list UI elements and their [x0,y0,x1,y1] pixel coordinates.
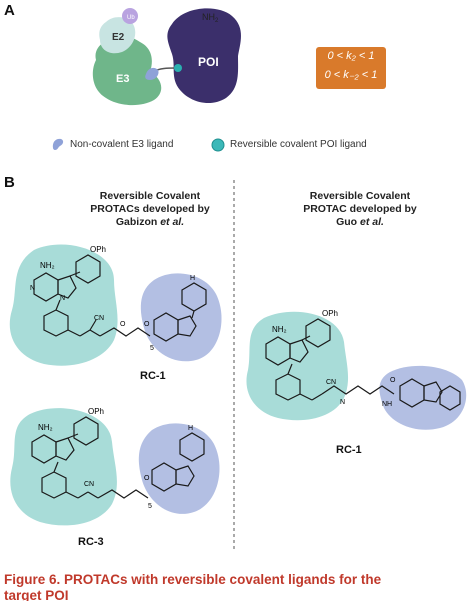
panel-letter-a: A [4,2,15,19]
right-header-line1: Reversible Covalent [309,190,411,202]
noncovalent-ligand-shape [145,67,159,80]
left-rc3-oph: OPh [88,407,104,416]
legend-noncovalent-label: Non-covalent E3 ligand [70,139,174,150]
left-rc1-oph: OPh [90,245,106,254]
ubiquitin-shape [122,8,138,24]
legend-reversible-label: Reversible covalent POI ligand [230,139,367,150]
ternary-complex-illustration: Ub E2 E3 POI NH2 [92,8,241,106]
left-rc1-n1: N [30,285,35,292]
reversible-ligand-dot [174,64,182,72]
right-rc1-teal-region [246,311,349,421]
left-rc3-teal-region [10,408,117,526]
nh2-label: NH2 [202,12,219,24]
left-rc3-h: H [188,425,193,432]
left-rc1-label: RC-1 [140,370,166,382]
reversible-covalent-ligand-icon [211,138,225,152]
k2-condition: 0 < k₂ < 1 [327,50,375,62]
right-rc1-oph: OPh [322,309,338,318]
left-rc1-nh2: NH₂ [40,261,55,270]
right-rc1-o: O [390,377,396,384]
e3-label: E3 [116,73,129,85]
caption-line1: Figure 6. PROTACs with reversible covale… [4,572,382,587]
left-header-line3: Gabizon et al. [115,216,185,228]
rate-constant-box: 0 < k₂ < 1 0 < k₋₂ < 1 [316,47,386,89]
left-rc1-n2: N [60,295,65,302]
noncovalent-e3-ligand-icon [52,138,64,150]
right-rc1-n: N [340,399,345,406]
right-rc1-nh2: NH₂ [272,325,287,334]
caption-line2: target POI [4,588,69,601]
left-rc1-o2: O [144,321,150,328]
left-rc3-label: RC-3 [78,536,104,548]
right-header-line3: Guo et al. [336,216,384,228]
left-rc1-repeat: 5 [150,345,154,352]
e2-label: E2 [112,32,125,43]
ub-label: Ub [127,15,135,21]
e3-ligase-shape [92,35,162,106]
left-rc1-teal-region [9,244,118,366]
right-header-line2: PROTAC developed by [303,203,417,215]
right-rc1-cn: CN [326,379,336,386]
left-header-line1: Reversible Covalent [99,190,201,202]
panel-letter-b: B [4,174,15,191]
left-rc3-o: O [144,475,150,482]
left-header: Reversible Covalent PROTACs developed by… [60,190,240,229]
left-rc1-o1: O [120,321,126,328]
poi-shape [167,8,241,104]
left-rc3-cn: CN [84,481,94,488]
left-rc1-cn: CN [94,315,104,322]
left-rc3-nh2: NH₂ [38,423,53,432]
left-rc1-structure: NH₂ OPh N N CN O O 5 H [9,244,222,366]
right-header: Reversible Covalent PROTAC developed by … [270,190,450,229]
right-rc1-nh: NH [382,401,392,408]
k-minus2-condition: 0 < k₋₂ < 1 [324,69,378,81]
right-rc1-label: RC-1 [336,444,362,456]
left-rc3-structure: NH₂ OPh CN O 5 H [10,407,220,526]
poi-label: POI [198,55,219,69]
right-rc1-blue-region [379,365,467,430]
right-rc1-structure: NH₂ OPh CN N NH O [246,309,467,430]
figure-caption: Figure 6. PROTACs with reversible covale… [4,572,470,601]
panel-divider [233,180,235,550]
left-rc1-h: H [190,275,195,282]
left-rc1-blue-region [140,273,222,362]
left-rc3-repeat: 5 [148,503,152,510]
left-header-line2: PROTACs developed by [90,203,210,215]
e2-shape [99,17,136,54]
